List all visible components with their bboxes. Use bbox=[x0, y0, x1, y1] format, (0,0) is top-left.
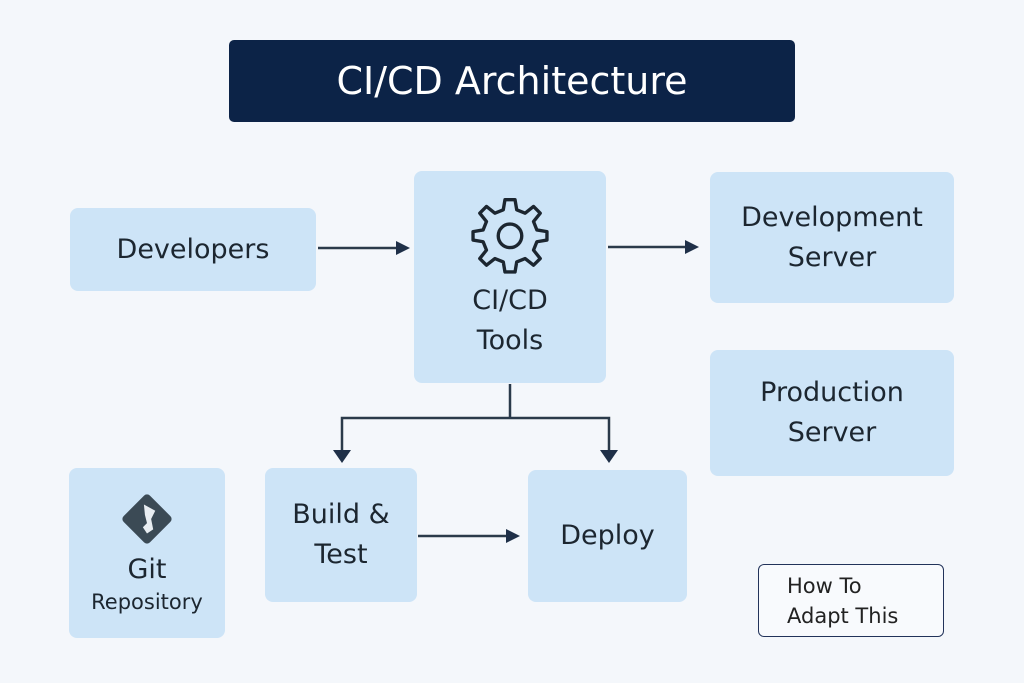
node-development-server: Development Server bbox=[710, 172, 954, 303]
node-label-line2: Test bbox=[314, 539, 368, 570]
arrowhead bbox=[333, 450, 351, 463]
adapt-label-line1: How To bbox=[787, 573, 862, 598]
diagram-title: CI/CD Architecture bbox=[229, 40, 795, 122]
edge-tools-deploy bbox=[510, 416, 611, 452]
node-deploy: Deploy bbox=[528, 470, 687, 602]
node-build-test: Build & Test bbox=[265, 468, 417, 602]
adapt-label-line2: Adapt This bbox=[787, 603, 899, 628]
node-developers: Developers bbox=[70, 208, 316, 291]
edge-tools-build bbox=[340, 416, 510, 452]
node-cicd-tools: CI/CD Tools bbox=[414, 171, 606, 383]
node-production-server: Production Server bbox=[710, 350, 954, 476]
node-label: Deploy bbox=[560, 520, 655, 551]
node-label: Developers bbox=[116, 233, 270, 265]
arrowhead bbox=[506, 529, 520, 543]
node-label-line2: Server bbox=[787, 417, 877, 448]
node-label-line2: Server bbox=[787, 241, 877, 273]
gear-icon bbox=[471, 198, 549, 274]
node-git-repository: Git Repository bbox=[69, 468, 225, 638]
node-label-line1: Production bbox=[760, 377, 904, 408]
node-label-line1: CI/CD bbox=[472, 285, 548, 316]
node-label-line2: Repository bbox=[91, 590, 203, 614]
node-label-line2: Tools bbox=[476, 325, 544, 356]
node-label-line1: Git bbox=[127, 554, 167, 585]
git-logo-icon bbox=[122, 494, 172, 544]
arrowhead bbox=[600, 450, 618, 463]
node-label-line1: Development bbox=[741, 201, 923, 233]
node-label-line1: Build & bbox=[292, 499, 390, 530]
arrowhead bbox=[685, 240, 699, 254]
arrowhead bbox=[396, 241, 410, 255]
how-to-adapt-button[interactable]: How To Adapt This bbox=[758, 564, 944, 637]
